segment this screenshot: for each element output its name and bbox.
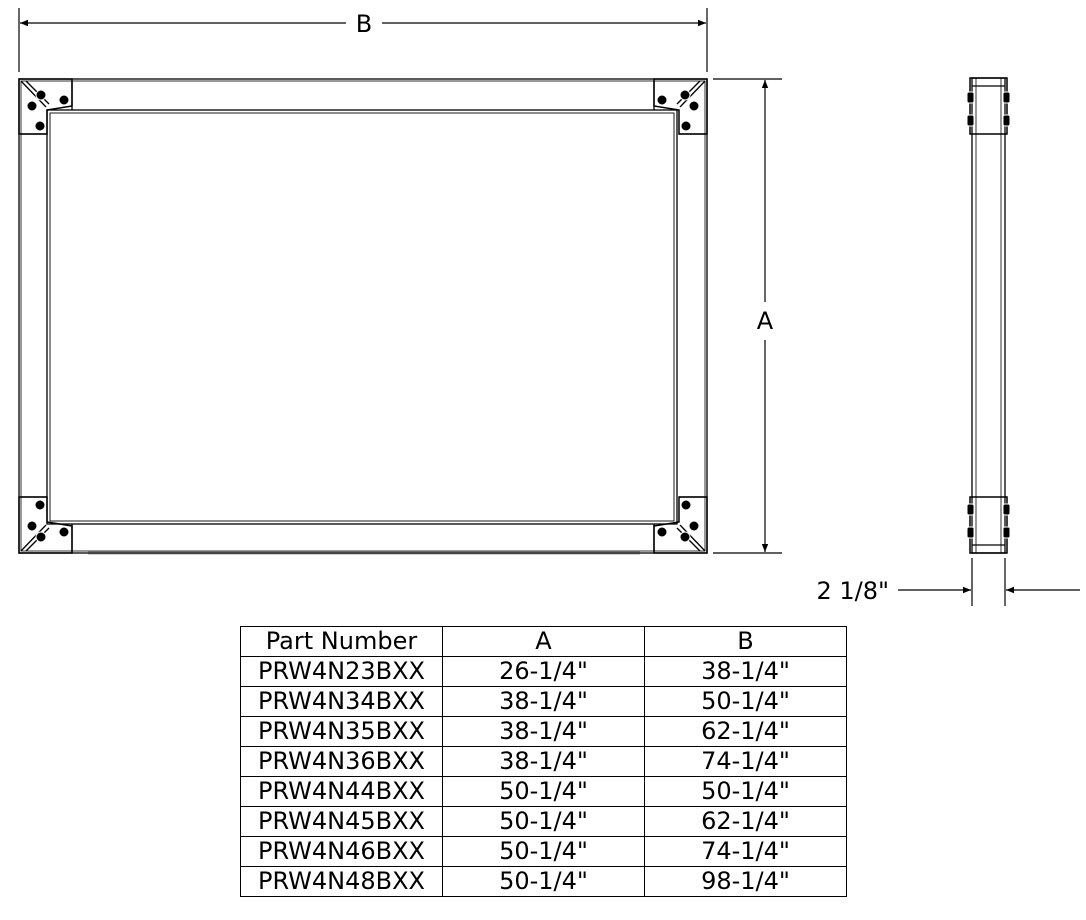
cell-b: 50-1/4" bbox=[644, 776, 847, 807]
table-row: PRW4N44BXX 50-1/4" 50-1/4" bbox=[240, 776, 847, 807]
header-b: B bbox=[644, 626, 847, 657]
cell-b: 62-1/4" bbox=[644, 806, 847, 837]
cell-b: 62-1/4" bbox=[644, 716, 847, 747]
cell-part-number: PRW4N35BXX bbox=[240, 716, 443, 747]
cell-a: 50-1/4" bbox=[442, 776, 645, 807]
dimension-b bbox=[18, 8, 708, 72]
cell-a: 38-1/4" bbox=[442, 746, 645, 777]
cell-part-number: PRW4N36BXX bbox=[240, 746, 443, 777]
corner-bracket-bottom-left bbox=[18, 496, 73, 554]
cell-part-number: PRW4N44BXX bbox=[240, 776, 443, 807]
cell-b: 74-1/4" bbox=[644, 836, 847, 867]
cell-part-number: PRW4N48BXX bbox=[240, 866, 443, 897]
table-row: PRW4N35BXX 38-1/4" 62-1/4" bbox=[240, 716, 847, 747]
table-row: PRW4N23BXX 26-1/4" 38-1/4" bbox=[240, 656, 847, 687]
dimension-b-label: B bbox=[356, 10, 372, 38]
cell-b: 98-1/4" bbox=[644, 866, 847, 897]
cell-part-number: PRW4N46BXX bbox=[240, 836, 443, 867]
cell-a: 50-1/4" bbox=[442, 836, 645, 867]
cell-part-number: PRW4N34BXX bbox=[240, 686, 443, 717]
cell-a: 50-1/4" bbox=[442, 806, 645, 837]
header-a: A bbox=[442, 626, 645, 657]
corner-bracket-top-right bbox=[653, 78, 708, 135]
cell-b: 50-1/4" bbox=[644, 686, 847, 717]
side-view bbox=[966, 77, 1011, 554]
cell-a: 50-1/4" bbox=[442, 866, 645, 897]
cell-a: 38-1/4" bbox=[442, 716, 645, 747]
side-profile bbox=[971, 77, 1006, 554]
cell-b: 38-1/4" bbox=[644, 656, 847, 687]
table-row: PRW4N46BXX 50-1/4" 74-1/4" bbox=[240, 836, 847, 867]
dimension-depth-label: 2 1/8" bbox=[816, 577, 889, 605]
table-header-row: Part Number A B bbox=[240, 626, 847, 657]
frame-outer-edge bbox=[18, 78, 708, 554]
dimension-a bbox=[713, 78, 782, 554]
table-row: PRW4N45BXX 50-1/4" 62-1/4" bbox=[240, 806, 847, 837]
cell-part-number: PRW4N45BXX bbox=[240, 806, 443, 837]
table-row: PRW4N36BXX 38-1/4" 74-1/4" bbox=[240, 746, 847, 777]
dimension-depth bbox=[898, 558, 1080, 606]
cell-a: 26-1/4" bbox=[442, 656, 645, 687]
corner-bracket-bottom-right bbox=[653, 496, 708, 554]
cell-a: 38-1/4" bbox=[442, 686, 645, 717]
front-view bbox=[18, 78, 708, 555]
cell-part-number: PRW4N23BXX bbox=[240, 656, 443, 687]
table-row: PRW4N34BXX 38-1/4" 50-1/4" bbox=[240, 686, 847, 717]
corner-bracket-top-left bbox=[18, 78, 73, 135]
cell-b: 74-1/4" bbox=[644, 746, 847, 777]
frame-inner-edge bbox=[46, 109, 678, 525]
dimension-a-label: A bbox=[757, 307, 774, 335]
table-row: PRW4N48BXX 50-1/4" 98-1/4" bbox=[240, 866, 847, 897]
part-number-table: Part Number A B PRW4N23BXX 26-1/4" 38-1/… bbox=[240, 626, 847, 897]
header-part-number: Part Number bbox=[240, 626, 443, 657]
